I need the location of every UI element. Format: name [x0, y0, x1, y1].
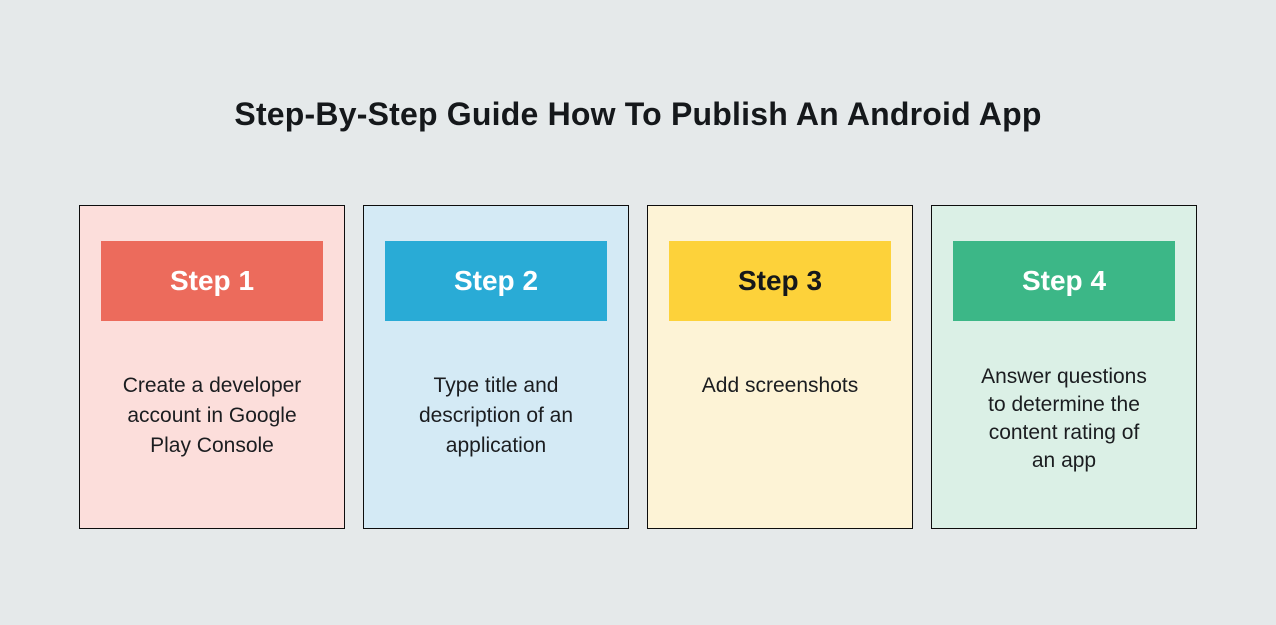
steps-row: Step 1 Create a developer account in Goo… — [0, 205, 1276, 529]
step-card-3: Step 3 Add screenshots — [647, 205, 913, 529]
step-4-label: Step 4 — [1021, 265, 1107, 296]
step-1-label: Step 1 — [169, 265, 255, 296]
step-3-label: Step 3 — [737, 265, 823, 296]
step-2-header: Step 2 — [385, 241, 607, 321]
step-3-description: Add screenshots — [701, 374, 859, 397]
step-2-description: Type title and description of an applica… — [418, 374, 574, 457]
step-card-2: Step 2 Type title and description of an … — [363, 205, 629, 529]
step-card-1: Step 1 Create a developer account in Goo… — [79, 205, 345, 529]
step-1-header: Step 1 — [101, 241, 323, 321]
step-4-header: Step 4 — [953, 241, 1175, 321]
step-2-label: Step 2 — [453, 265, 539, 296]
page-title: Step-By-Step Guide How To Publish An And… — [234, 96, 1042, 132]
step-1-description: Create a developer account in Google Pla… — [122, 374, 302, 457]
step-card-4: Step 4 Answer questions to determine the… — [931, 205, 1197, 529]
step-4-description: Answer questions to determine the conten… — [981, 365, 1147, 472]
step-3-header: Step 3 — [669, 241, 891, 321]
